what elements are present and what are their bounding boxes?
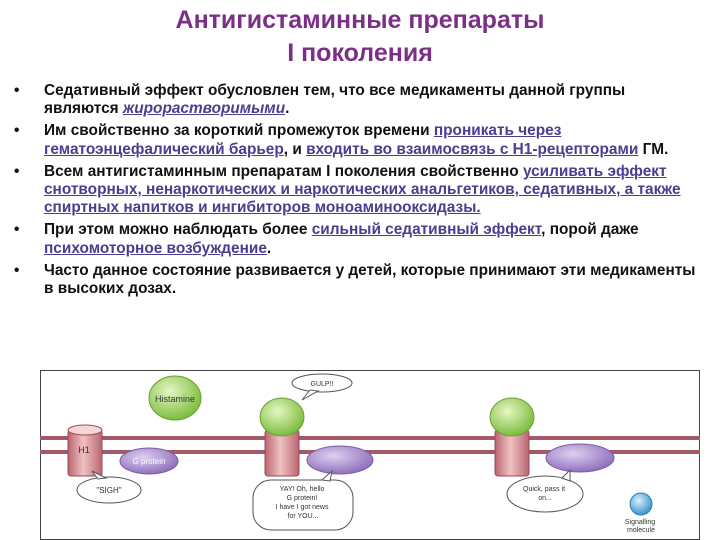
quick-line: Quick, pass it	[523, 486, 565, 493]
signalling-molecule	[629, 492, 653, 516]
h1-receptor	[494, 429, 530, 477]
quick-bubble-tail	[561, 468, 571, 482]
quick-text: Quick, pass it on...	[523, 486, 567, 502]
bullet-link[interactable]: жирорастворимыми	[122, 100, 286, 118]
gulp-bubble	[291, 373, 353, 393]
histamine-bound	[489, 397, 535, 437]
signalling-line: molecule	[627, 527, 655, 534]
title-line-1: Антигистаминные препараты	[175, 6, 545, 34]
panel-2: GULP!! YAY! Oh, hello G protein! I have …	[252, 373, 374, 531]
yay-text: YAY! Oh, hello G protein! I have I got n…	[276, 486, 331, 520]
bullet-text: .	[266, 239, 272, 257]
bullet-text: Им свойственно за короткий промежуток вр…	[44, 122, 434, 140]
sigh-bubble-tail	[91, 470, 108, 480]
g-protein-label: G protein	[133, 457, 166, 466]
bullet-item: При этом можно наблюдать более сильный с…	[14, 221, 704, 257]
panel-3: Quick, pass it on... Signalling molecule	[489, 397, 657, 534]
bullet-link[interactable]: сильный седативный эффект	[311, 221, 542, 239]
bullet-text: Всем антигистаминным препаратам I поколе…	[44, 162, 523, 180]
bullet-text: ГМ.	[638, 140, 669, 158]
signalling-label: Signalling molecule	[625, 519, 657, 534]
bullet-item: Всем антигистаминным препаратам I поколе…	[14, 163, 704, 218]
yay-line: I have I got news	[276, 504, 329, 511]
bullet-list: Седативный эффект обусловлен тем, что вс…	[14, 82, 704, 302]
quick-line: on...	[538, 495, 552, 502]
h1-receptor-top	[67, 424, 103, 436]
panel-1: Histamine H1 G protein "SIGH"	[67, 375, 202, 504]
h1-label: H1	[78, 445, 90, 455]
bullet-text: Седативный эффект обусловлен тем, что вс…	[44, 82, 626, 118]
slide-title: Антигистаминные препараты I поколения	[0, 4, 720, 70]
bullet-item: Седативный эффект обусловлен тем, что вс…	[14, 82, 704, 118]
yay-line: for YOU...	[288, 513, 319, 520]
bullet-link[interactable]: усиливать эффект снотворных, ненаркотиче…	[44, 162, 681, 217]
bullet-item: Часто данное состояние развивается у дет…	[14, 262, 704, 298]
receptor-diagram: Histamine H1 G protein "SIGH" GULP!! YAY…	[40, 370, 700, 540]
g-protein	[119, 447, 179, 475]
bullet-link[interactable]: психомоторное возбуждение	[44, 239, 267, 257]
title-line-2: I поколения	[287, 39, 433, 67]
sigh-text: "SIGH"	[96, 486, 121, 495]
yay-bubble	[252, 479, 354, 531]
bullet-link[interactable]: входить во взаимосвязь с Н1-рецепторами	[306, 140, 639, 158]
quick-bubble	[506, 475, 584, 513]
g-protein	[545, 443, 615, 473]
bullet-item: Им свойственно за короткий промежуток вр…	[14, 122, 704, 158]
bullet-text: , и	[283, 140, 307, 158]
bullet-text: Часто данное состояние развивается у дет…	[44, 261, 696, 298]
histamine-label: Histamine	[155, 394, 195, 404]
histamine-molecule	[148, 375, 202, 421]
gulp-bubble-tail	[301, 389, 320, 401]
histamine-bound	[259, 397, 305, 437]
bullet-text: .	[285, 100, 290, 118]
gulp-text: GULP!!	[311, 381, 334, 388]
yay-bubble-tail	[320, 469, 333, 482]
bullet-text: При этом можно наблюдать более	[44, 221, 312, 239]
sigh-bubble	[76, 476, 142, 504]
h1-receptor	[264, 429, 300, 477]
yay-line: G protein!	[287, 495, 318, 502]
g-protein	[306, 445, 374, 475]
bullet-link[interactable]: проникать через гематоэнцефалический бар…	[44, 122, 562, 158]
signalling-line: Signalling	[625, 519, 655, 526]
yay-line: YAY! Oh, hello	[280, 486, 325, 493]
bullet-text: , порой даже	[541, 221, 639, 239]
